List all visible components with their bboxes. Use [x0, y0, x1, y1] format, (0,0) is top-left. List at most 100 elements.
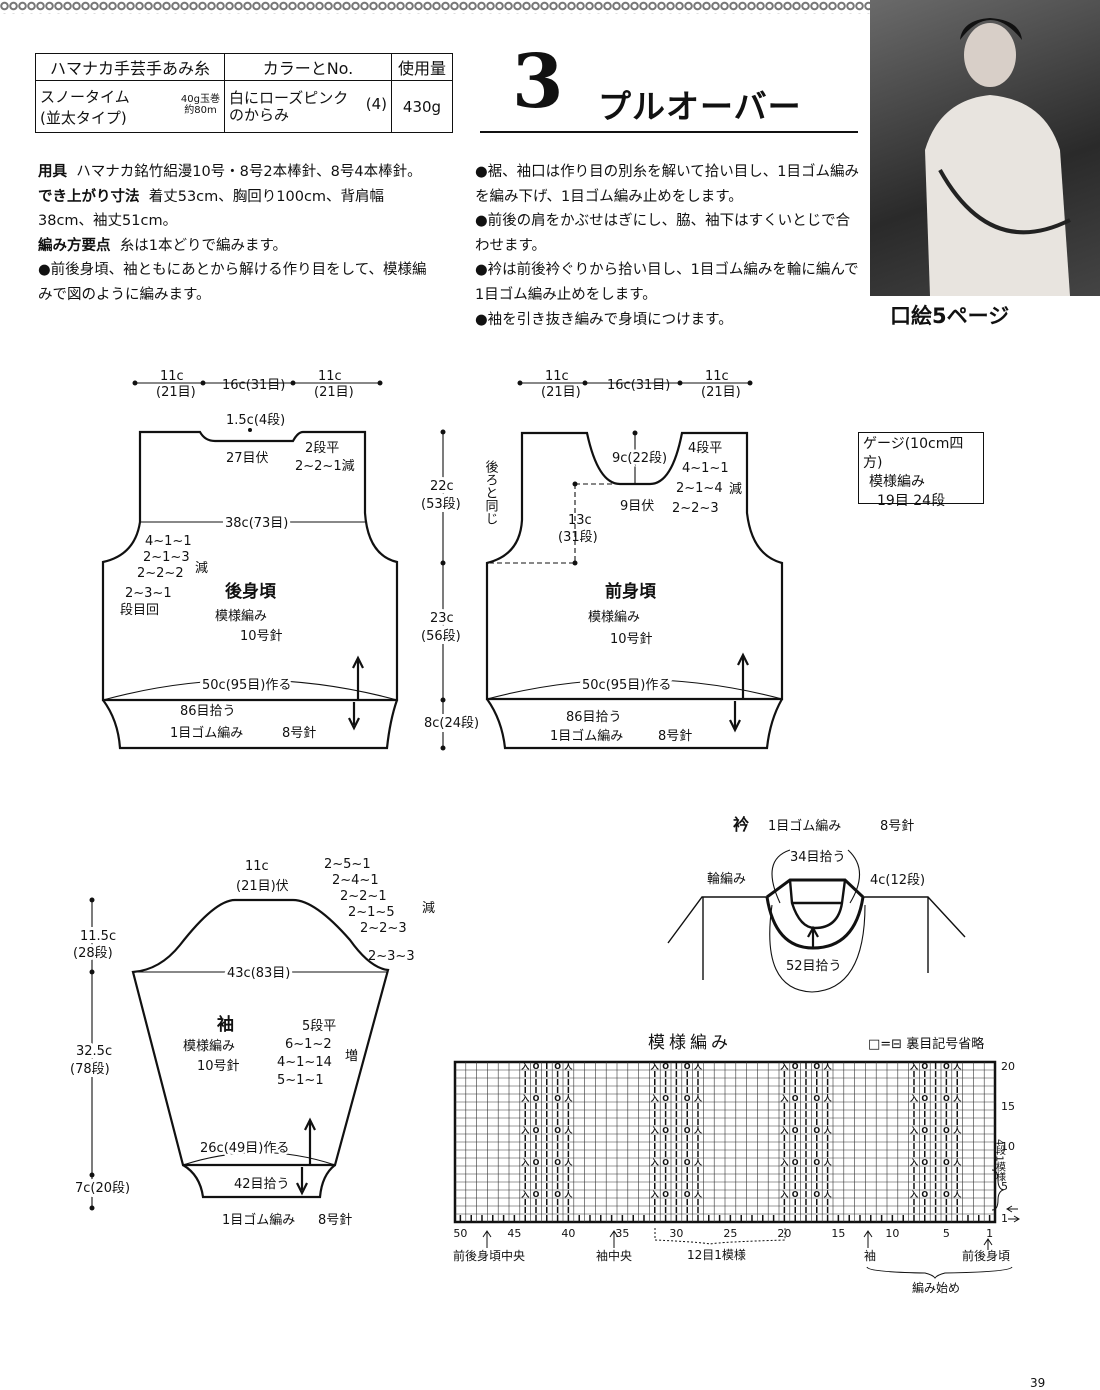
chart-symbol: I — [664, 1206, 667, 1215]
chart-symbol: I — [664, 1118, 667, 1127]
chart-symbol: I — [956, 1118, 959, 1127]
chart-symbol: I — [675, 1150, 678, 1159]
chart-symbol: I — [945, 1086, 948, 1095]
chart-symbol: O — [943, 1190, 950, 1199]
svg-text:86目拾う: 86目拾う — [180, 704, 236, 719]
chart-symbol: I — [923, 1206, 926, 1215]
chart-symbol: I — [556, 1198, 559, 1207]
chart-symbol: I — [945, 1102, 948, 1111]
chart-symbol: I — [535, 1174, 538, 1183]
chart-symbol: I — [675, 1086, 678, 1095]
chart-symbol: I — [815, 1142, 818, 1151]
chart-symbol: I — [664, 1166, 667, 1175]
chart-symbol: I — [653, 1198, 656, 1207]
instruction-bullet: ●裾、袖口は作り目の別糸を解いて拾い目し、1目ゴム編みを編み下げ、1目ゴム編み止… — [475, 164, 859, 205]
chart-symbol: I — [934, 1158, 937, 1167]
chart-symbol: I — [599, 1214, 602, 1223]
chart-symbol: I — [934, 1126, 937, 1135]
chart-symbol: I — [913, 1198, 916, 1207]
chart-symbol: I — [783, 1110, 786, 1119]
chart-symbol: I — [524, 1206, 527, 1215]
back-body-outline — [101, 430, 399, 702]
yarn-type: (並太タイプ) — [40, 108, 127, 127]
chart-symbol: 入 — [650, 1094, 659, 1103]
chart-symbol: O — [684, 1062, 691, 1071]
chart-symbol: O — [921, 1158, 928, 1167]
chart-symbol: I — [805, 1158, 808, 1167]
chart-symbol: I — [524, 1070, 527, 1079]
chart-symbol: I — [826, 1102, 829, 1111]
chart-symbol: I — [934, 1150, 937, 1159]
chart-symbol: I — [686, 1150, 689, 1159]
chart-symbol: I — [923, 1174, 926, 1183]
chart-symbol: I — [945, 1150, 948, 1159]
size-text: 着丈53cm、胸回り100cm、背肩幅38cm、袖丈51cm。 — [38, 188, 385, 230]
chart-symbol: I — [934, 1206, 937, 1215]
chart-symbol: O — [554, 1158, 561, 1167]
chart-symbol: I — [567, 1070, 570, 1079]
chart-symbol: I — [923, 1166, 926, 1175]
gauge-stitch: 模様編み — [869, 474, 925, 490]
svg-text:減: 減 — [729, 481, 742, 497]
svg-text:10号針: 10号針 — [240, 629, 283, 644]
chart-symbol: I — [945, 1110, 948, 1119]
svg-text:(31段): (31段) — [558, 530, 598, 545]
chart-symbol: I — [567, 1086, 570, 1095]
instruction-bullet: ●袖を引き抜き編みで身頃につけます。 — [475, 311, 733, 328]
chart-symbol: I — [934, 1134, 937, 1143]
chart-symbol: I — [934, 1190, 937, 1199]
svg-text:11c: 11c — [160, 369, 184, 384]
svg-text:4c(12段): 4c(12段) — [870, 873, 925, 888]
chart-symbol: I — [653, 1102, 656, 1111]
chart-symbol: I — [697, 1086, 700, 1095]
chart-symbol: I — [697, 1134, 700, 1143]
chart-symbol: O — [943, 1062, 950, 1071]
svg-text:50c(95目)作る: 50c(95目)作る — [582, 678, 671, 693]
svg-text:9目伏: 9目伏 — [620, 499, 654, 514]
sleeve-start-label: 袖 — [864, 1248, 876, 1263]
chart-symbol: I — [837, 1214, 840, 1223]
chart-symbol: O — [792, 1126, 799, 1135]
svg-text:8号針: 8号針 — [318, 1213, 352, 1228]
chart-symbol: I — [653, 1070, 656, 1079]
chart-symbol: I — [934, 1102, 937, 1111]
svg-text:減: 減 — [422, 900, 435, 916]
chart-symbol: I — [826, 1174, 829, 1183]
svg-text:2~2~1減: 2~2~1減 — [295, 458, 355, 474]
chart-symbol: I — [535, 1150, 538, 1159]
chart-symbol: I — [826, 1142, 829, 1151]
chart-symbol: I — [783, 1142, 786, 1151]
chart-symbol: 人 — [824, 1061, 833, 1071]
chart-symbol: I — [524, 1182, 527, 1191]
title-rule — [480, 131, 858, 133]
chart-symbol: I — [567, 1150, 570, 1159]
svg-text:43c(83目): 43c(83目) — [227, 966, 290, 981]
chart-symbol: I — [934, 1078, 937, 1087]
chart-symbol: I — [697, 1166, 700, 1175]
sleeve-outline — [131, 898, 390, 1167]
chart-symbol: I — [956, 1206, 959, 1215]
header-color: カラーとNo. — [224, 53, 392, 81]
chart-symbol: O — [684, 1126, 691, 1135]
svg-text:(28段): (28段) — [73, 946, 113, 961]
svg-text:7c(20段): 7c(20段) — [75, 1181, 130, 1196]
chart-symbol: I — [556, 1214, 559, 1223]
svg-text:9c(22段): 9c(22段) — [612, 451, 667, 466]
svg-text:4~1~1: 4~1~1 — [145, 534, 192, 549]
chart-symbol: I — [945, 1182, 948, 1191]
chart-symbol: I — [686, 1174, 689, 1183]
chart-symbol: I — [815, 1166, 818, 1175]
chart-symbol: I — [632, 1214, 635, 1223]
chart-symbol: I — [783, 1070, 786, 1079]
chart-symbol: I — [826, 1134, 829, 1143]
chart-symbol: I — [794, 1118, 797, 1127]
svg-text:10号針: 10号針 — [197, 1059, 240, 1074]
svg-text:4~1~1: 4~1~1 — [682, 461, 729, 476]
chart-symbol: I — [545, 1094, 548, 1103]
decorative-border — [0, 0, 870, 14]
chart-symbol: I — [945, 1214, 948, 1223]
chart-symbol: I — [805, 1110, 808, 1119]
chart-symbol: I — [513, 1214, 516, 1223]
chart-symbol: I — [653, 1142, 656, 1151]
svg-text:5段平: 5段平 — [302, 1019, 336, 1034]
